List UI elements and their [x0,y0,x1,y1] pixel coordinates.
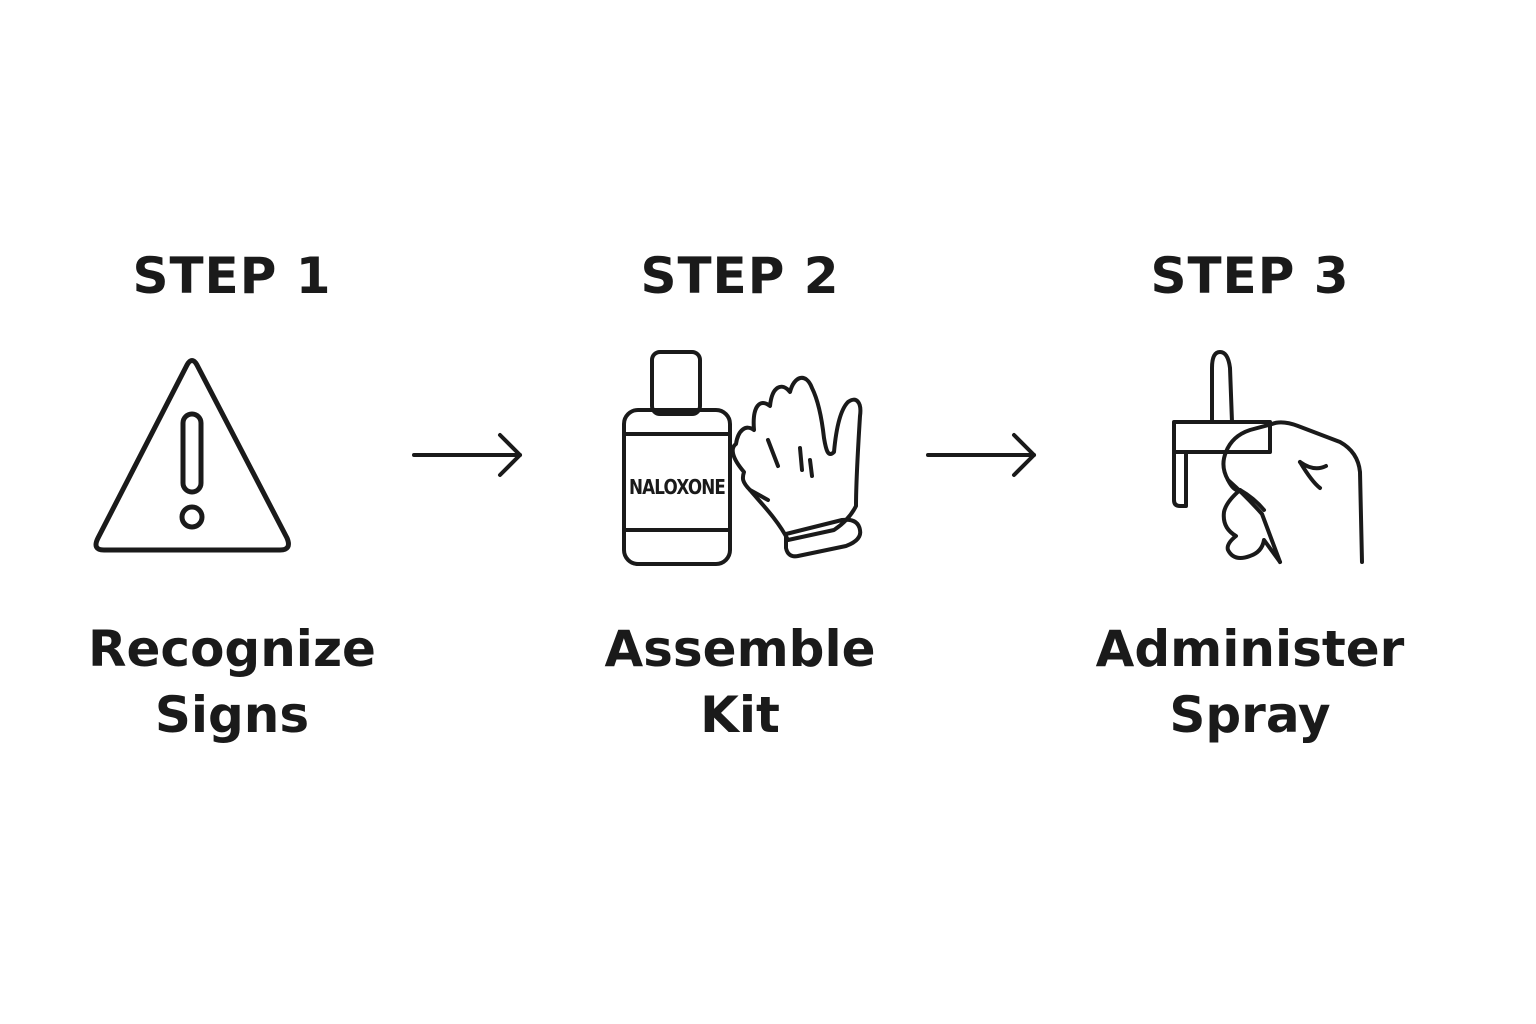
step-3: STEP 3 Administer Spray [1040,0,1460,1024]
step-1-caption-line-2: Signs [154,686,310,744]
step-3-caption-line-1: Administer [1095,620,1405,678]
step-1-heading: STEP 1 [132,247,332,305]
spray-nozzle [1212,352,1232,422]
arrow-right-icon [410,425,530,485]
naloxone-label: NALOXONE [629,475,725,499]
step-1-caption: Recognize Signs [22,616,442,748]
step-1: STEP 1 Recognize Signs [22,0,442,1024]
step-3-heading: STEP 3 [1150,247,1350,305]
arrow-right-icon [924,425,1044,485]
step-2-heading: STEP 2 [640,247,840,305]
step-3-caption: Administer Spray [1040,616,1460,748]
spray-body [1174,422,1270,452]
step-2-caption-line-1: Assemble [604,620,876,678]
step-2-caption: Assemble Kit [530,616,950,748]
naloxone-bottle-and-glove-icon: NALOXONE [610,340,900,580]
warning-triangle-icon [82,340,382,580]
bottle-icon: NALOXONE [624,352,730,564]
glove-icon [733,378,861,557]
step-1-caption-line-1: Recognize [88,620,376,678]
step-2: STEP 2 NALOXONE Assemble Kit [530,0,950,1024]
nasal-spray-hand-icon [1150,340,1390,580]
step-2-caption-line-2: Kit [700,686,780,744]
step-3-caption-line-2: Spray [1169,686,1331,744]
